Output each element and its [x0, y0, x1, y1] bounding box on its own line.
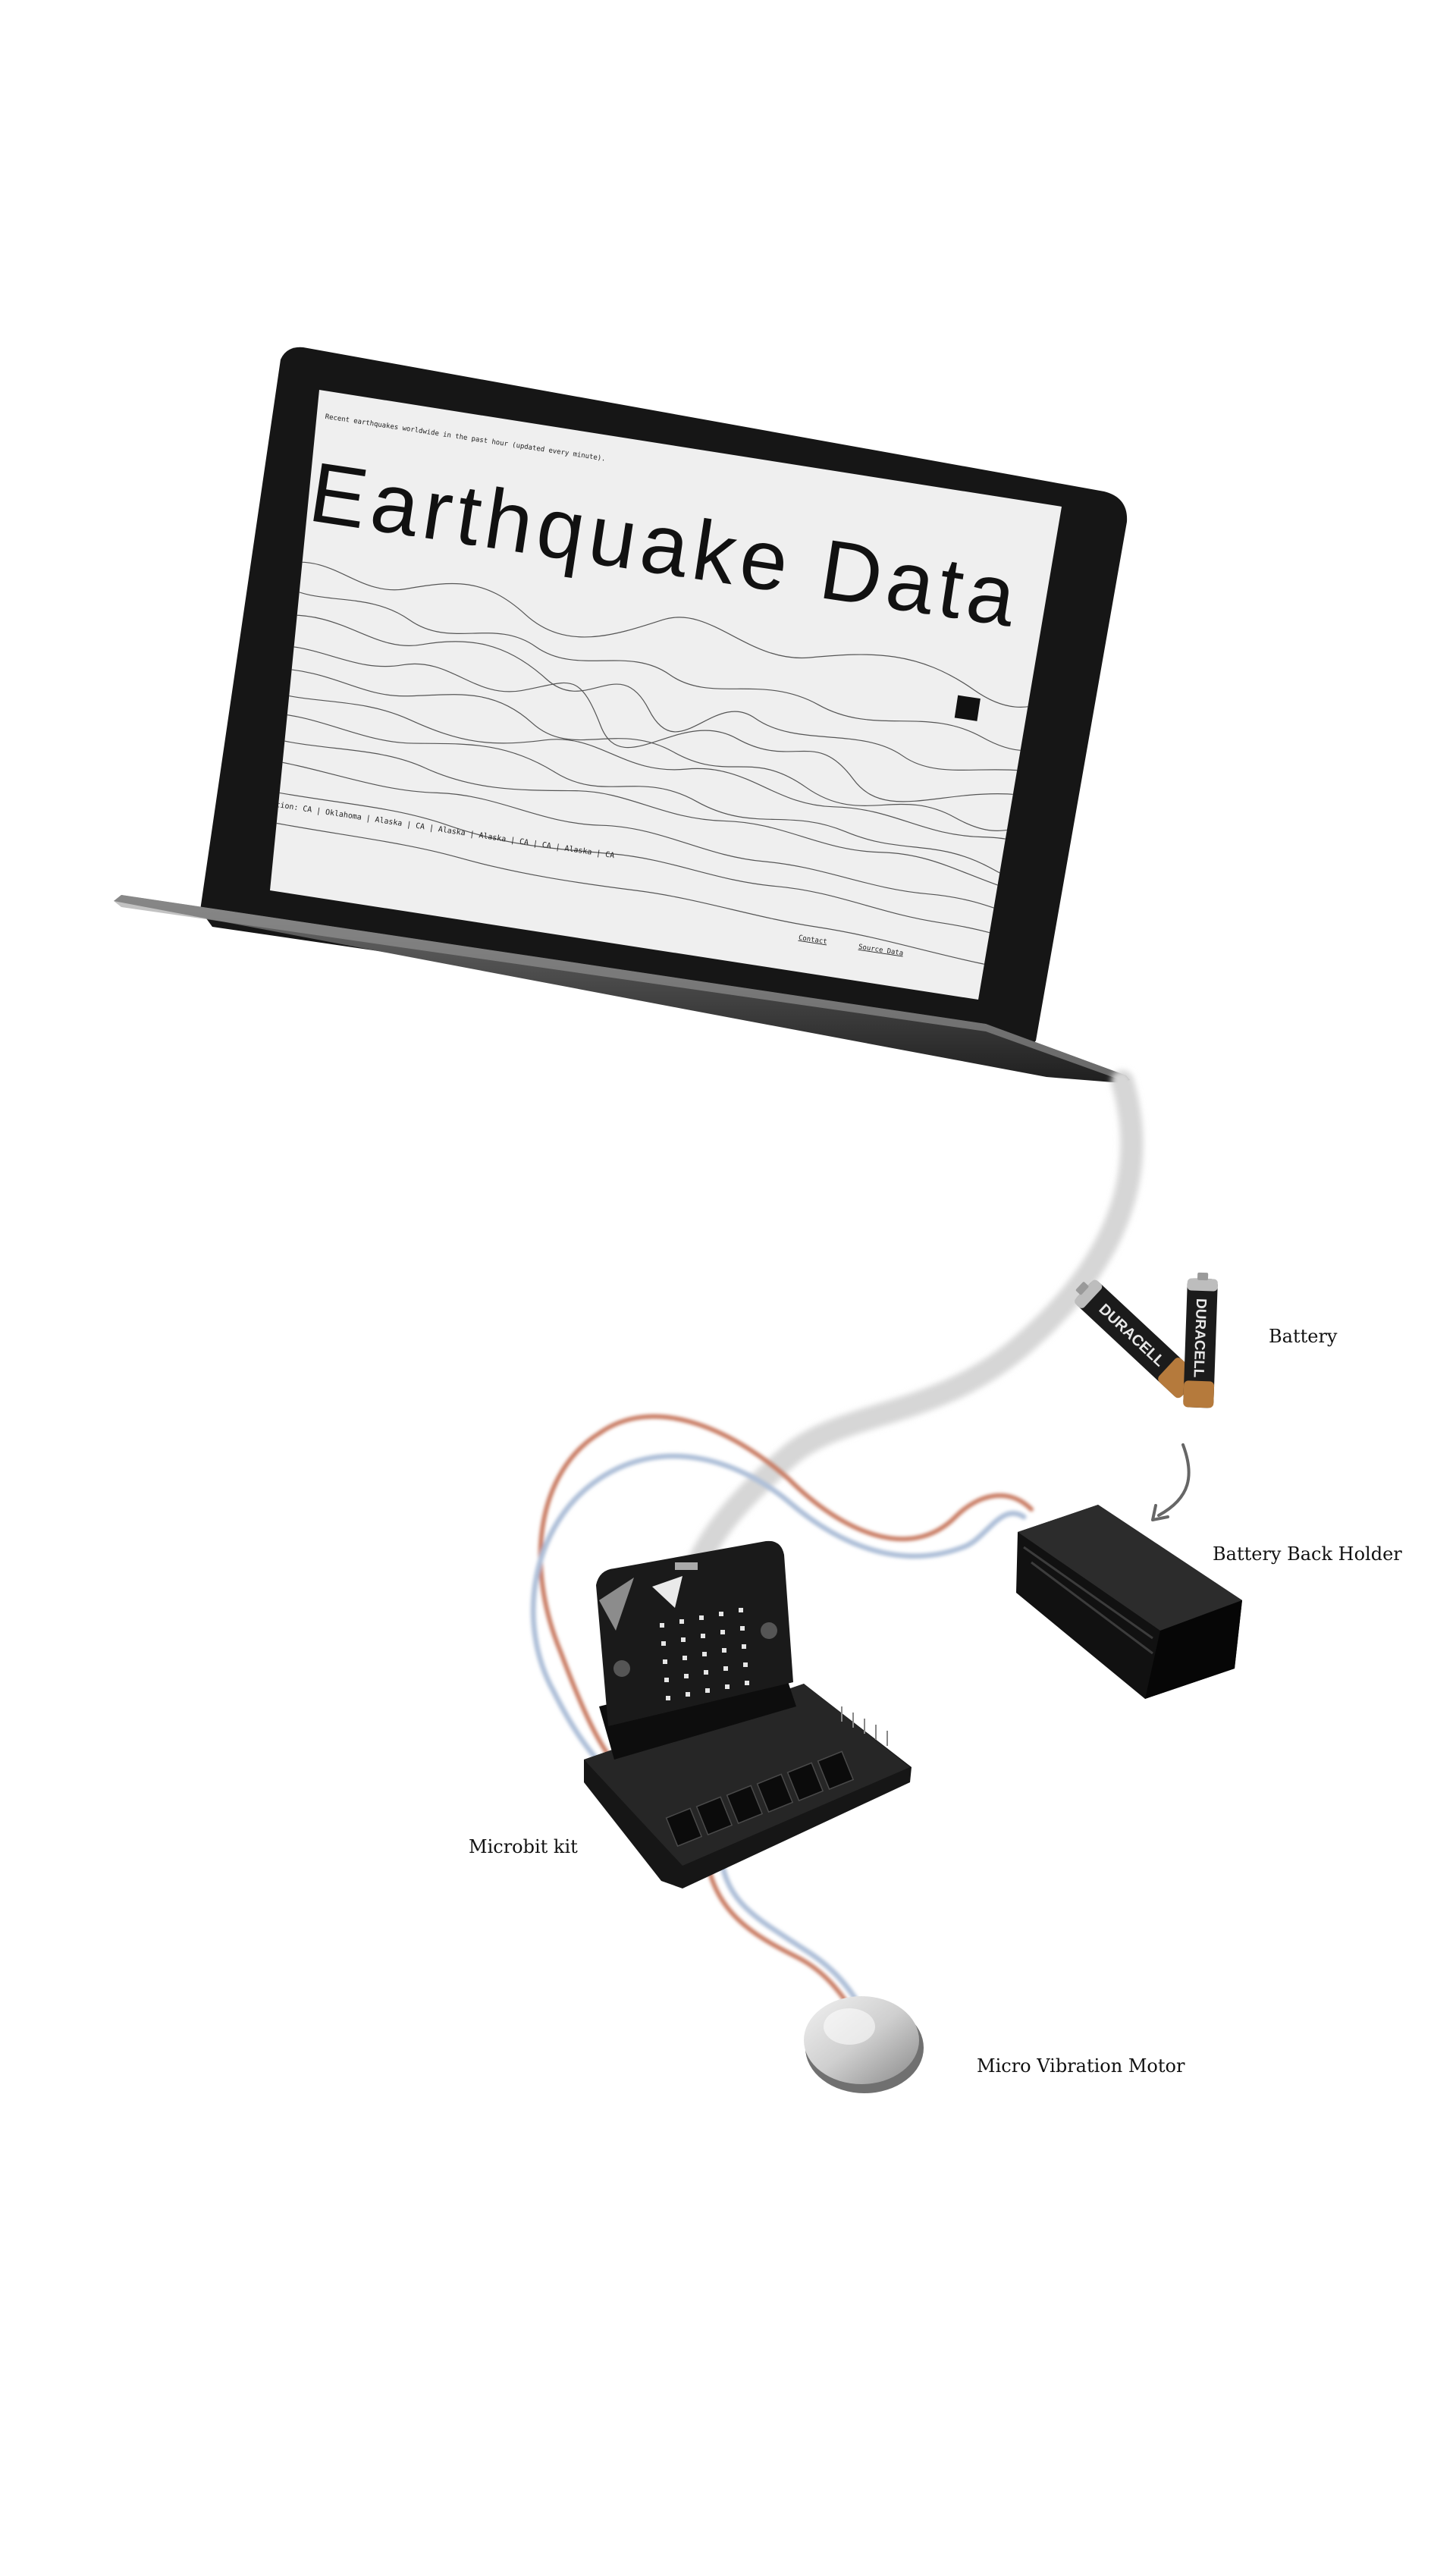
cursor-marker: [954, 695, 981, 721]
motor-blue-wire: [717, 1848, 868, 2017]
terminal-blocks: [665, 1750, 855, 1848]
microbit-button-a: [613, 1660, 630, 1677]
usb-cable: [671, 1070, 1144, 1619]
battery-aa-1: DURACELL: [1075, 1279, 1199, 1399]
battery-aa-2: DURACELL: [1183, 1272, 1218, 1408]
battery-holder-label: Battery Back Holder: [1213, 1543, 1402, 1565]
battery-label: Battery: [1269, 1326, 1338, 1347]
battery-holder: [1016, 1505, 1242, 1699]
motor-red-wire: [703, 1848, 859, 2020]
microbit-led-matrix: [660, 1608, 749, 1700]
svg-text:DURACELL: DURACELL: [1096, 1301, 1168, 1370]
blue-wire: [530, 1453, 1027, 1793]
microbit-kit-label: Microbit kit: [469, 1836, 578, 1857]
header-pins: [841, 1706, 888, 1746]
batteries: DURACELL DURACELL: [1075, 1272, 1218, 1408]
laptop-screen: Recent earthquakes worldwide in the past…: [270, 390, 1062, 1000]
wires: [530, 1414, 1034, 2020]
red-wire: [538, 1414, 1034, 1785]
laptop: Recent earthquakes worldwide in the past…: [114, 347, 1130, 1083]
earthquake-waveforms: [270, 561, 1062, 978]
microbit-kit: [584, 1540, 912, 1888]
svg-text:DURACELL: DURACELL: [1190, 1298, 1209, 1379]
vibration-motor-label: Micro Vibration Motor: [977, 2055, 1185, 2077]
curved-arrow-icon: [1157, 1443, 1191, 1517]
vibration-motor: [804, 1996, 924, 2093]
microbit-board: [596, 1540, 793, 1726]
microbit-button-b: [761, 1622, 777, 1639]
